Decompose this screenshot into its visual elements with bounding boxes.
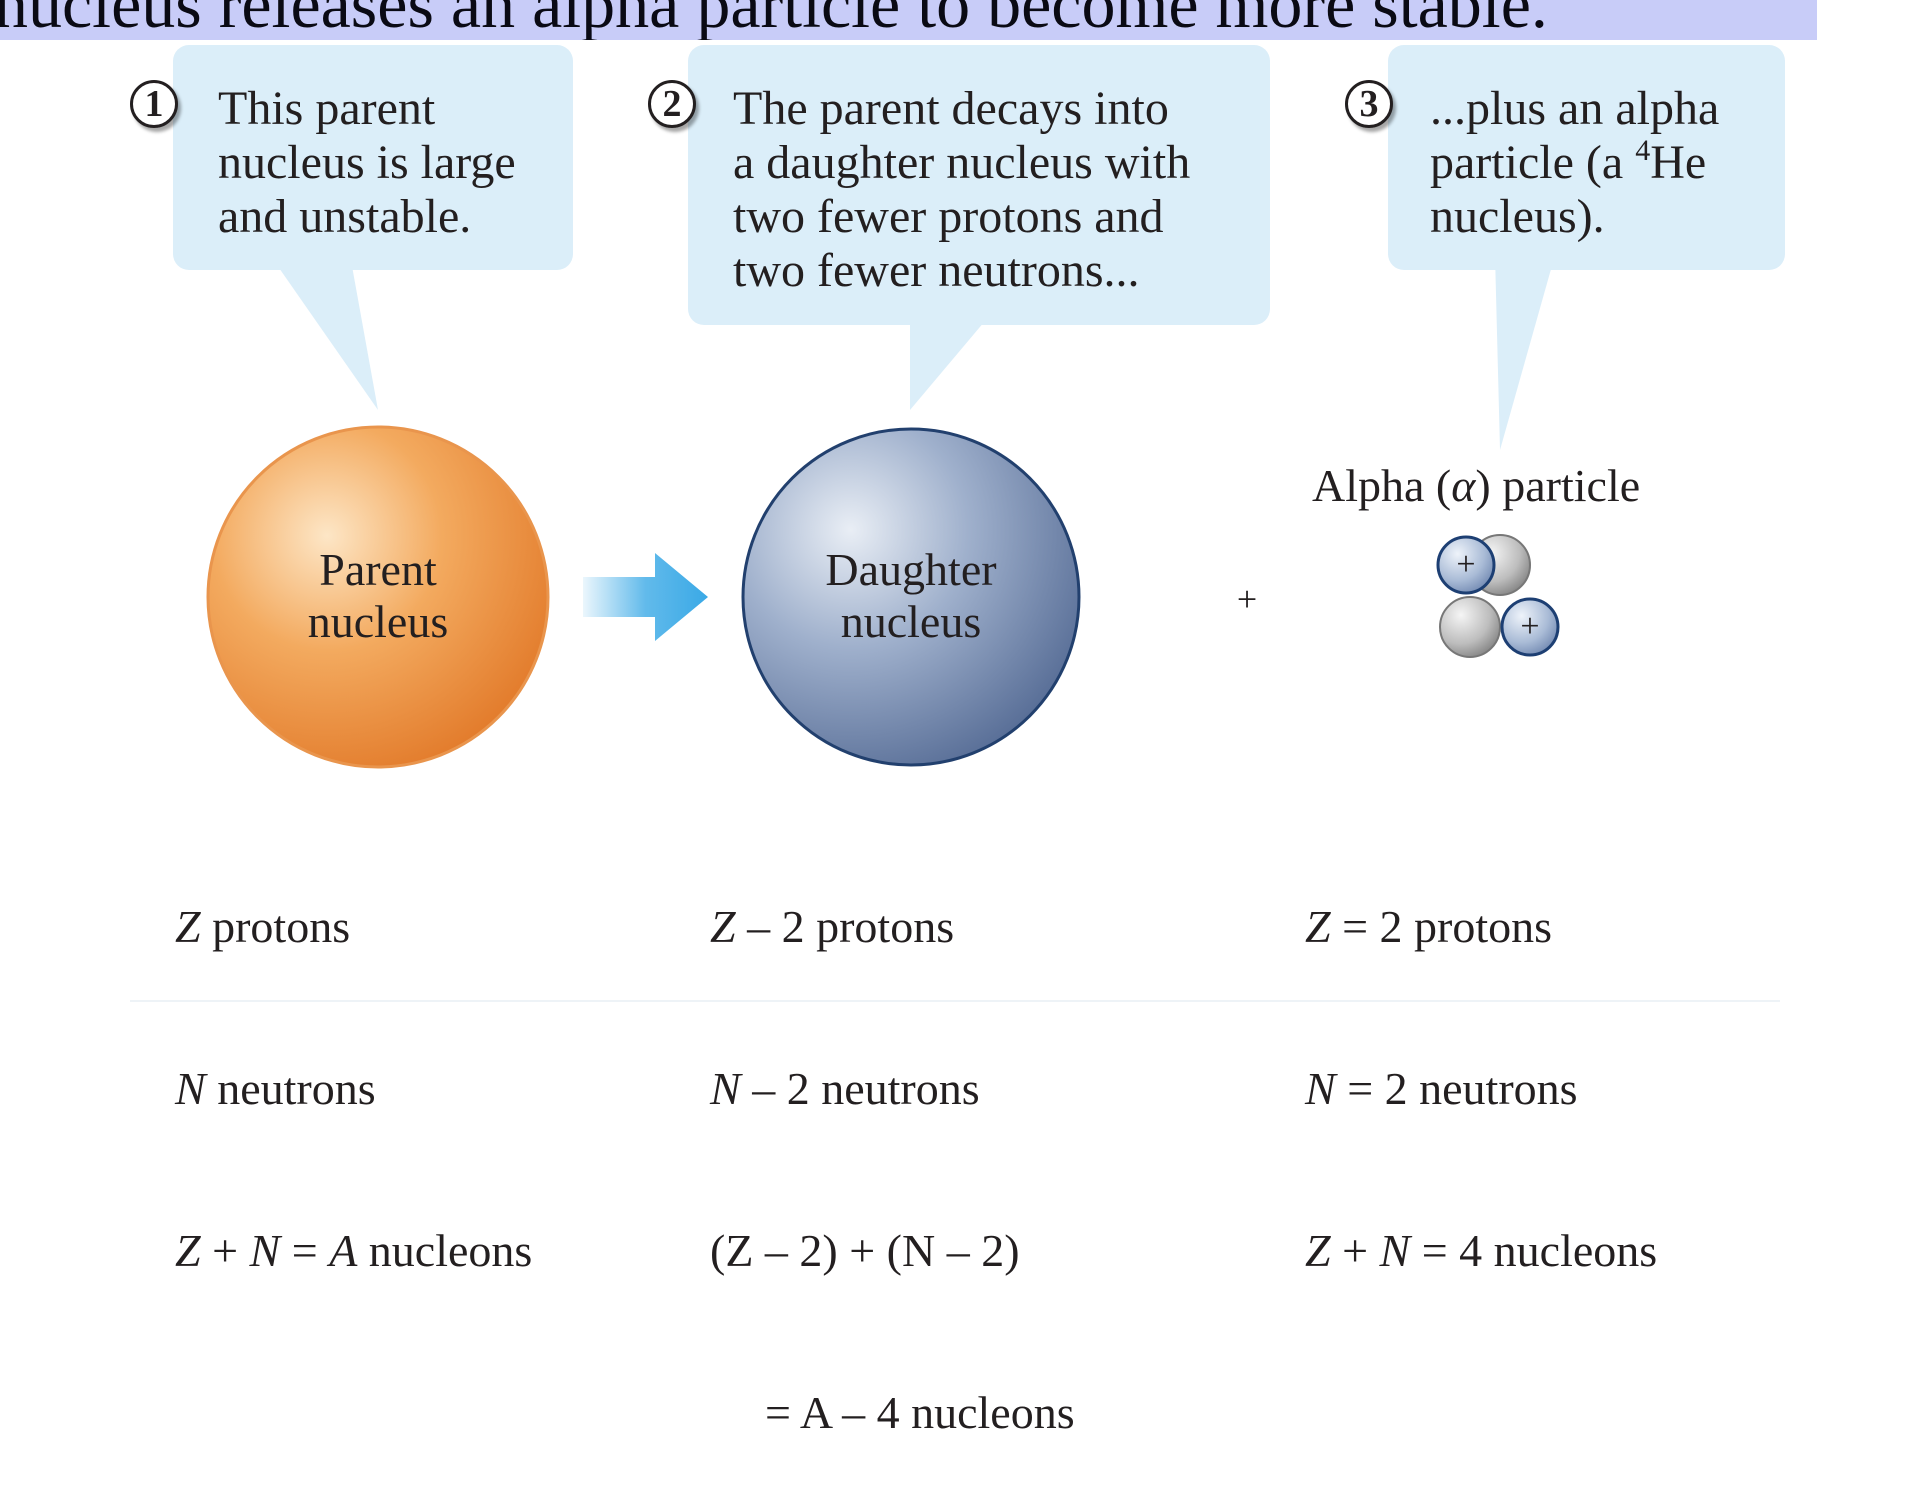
- alpha-label-b: ) particle: [1475, 460, 1641, 511]
- var-z: Z: [710, 901, 736, 952]
- fact-text: – 2 protons: [735, 901, 955, 952]
- proton: [1500, 597, 1560, 657]
- alpha-symbol: α: [1451, 460, 1476, 511]
- callout-bubble-2: [688, 45, 1270, 325]
- diagram-title: nucleus releases an alpha particle to be…: [0, 0, 1548, 40]
- daughter-facts: Z – 2 protons N – 2 neutrons (Z – 2) + (…: [710, 792, 1075, 1494]
- alpha-particle: [1436, 534, 1560, 658]
- daughter-protons: Z – 2 protons: [710, 900, 1075, 954]
- callout-text-2: The parent decays into a daughter nucleu…: [733, 82, 1191, 297]
- callout-text-3: ...plus an alpha particle (a 4He nucleus…: [1430, 82, 1719, 244]
- fact-text: = 2 neutrons: [1335, 1063, 1578, 1114]
- parent-nucleus-label: Parent nucleus: [307, 544, 449, 647]
- parent-protons: Z protons: [175, 900, 532, 954]
- decay-arrow: [583, 553, 708, 641]
- var-z: Z: [1305, 1225, 1331, 1276]
- fact-text: +: [1330, 1225, 1380, 1276]
- plus-sign: +: [1236, 579, 1258, 619]
- callout-bubble-3: [1388, 45, 1785, 270]
- step-number-3: 3: [1345, 80, 1393, 128]
- parent-facts: Z protons N neutrons Z + N = A nucleons: [175, 792, 532, 1332]
- alpha-particle-label: Alpha (α) particle: [1312, 460, 1640, 512]
- fact-text: +: [200, 1225, 250, 1276]
- daughter-neutrons: N – 2 neutrons: [710, 1062, 1075, 1116]
- proton-charge-2: +: [1520, 608, 1540, 645]
- var-n: N: [175, 1063, 206, 1114]
- fact-text: = 4 nucleons: [1410, 1225, 1658, 1276]
- alpha-facts: Z = 2 protons N = 2 neutrons Z + N = 4 n…: [1305, 792, 1657, 1332]
- var-n: N: [1379, 1225, 1411, 1276]
- neutron: [1439, 596, 1501, 658]
- daughter-nucleus: [741, 427, 1081, 767]
- callout-text-3-b: He nucleus).: [1430, 136, 1707, 243]
- alpha-neutrons: N = 2 neutrons: [1305, 1062, 1657, 1116]
- proton-charge-1: +: [1456, 546, 1476, 583]
- bubble-tail-1: [270, 255, 1555, 450]
- var-n: N: [1305, 1063, 1336, 1114]
- parent-nucleons: Z + N = A nucleons: [175, 1224, 532, 1278]
- fact-text: – 2 neutrons: [740, 1063, 980, 1114]
- fact-text: nucleons: [357, 1225, 533, 1276]
- caption-band: nucleus releases an alpha particle to be…: [0, 0, 1817, 40]
- fact-text: =: [280, 1225, 330, 1276]
- var-z: Z: [175, 1225, 201, 1276]
- step-number-1: 1: [130, 80, 178, 128]
- parent-neutrons: N neutrons: [175, 1062, 532, 1116]
- callout-text-3-a: ...plus an alpha particle (a: [1430, 82, 1720, 189]
- callout-bubble-1: [173, 45, 573, 270]
- var-z: Z: [1305, 901, 1331, 952]
- var-n: N: [249, 1225, 281, 1276]
- mass-number-superscript: 4: [1635, 134, 1651, 167]
- var-a: A: [329, 1225, 358, 1276]
- daughter-nucleons-total: = A – 4 nucleons: [765, 1387, 1075, 1438]
- step-number-2: 2: [648, 80, 696, 128]
- daughter-nucleons-expr: (Z – 2) + (N – 2): [710, 1225, 1020, 1276]
- parent-nucleus: [206, 425, 550, 769]
- fact-text: protons: [200, 901, 351, 952]
- fact-text: = 2 protons: [1330, 901, 1553, 952]
- callout-text-1: This parent nucleus is large and unstabl…: [218, 82, 516, 243]
- var-n: N: [710, 1063, 741, 1114]
- alpha-label-a: Alpha (: [1312, 460, 1452, 511]
- decay-graphic: [206, 425, 1560, 769]
- alpha-nucleons: Z + N = 4 nucleons: [1305, 1224, 1657, 1278]
- daughter-nucleus-label: Daughter nucleus: [825, 544, 997, 647]
- bottom-divider: [130, 1000, 1780, 1002]
- proton: [1436, 535, 1496, 595]
- alpha-protons: Z = 2 protons: [1305, 900, 1657, 954]
- var-z: Z: [175, 901, 201, 952]
- fact-text: neutrons: [205, 1063, 376, 1114]
